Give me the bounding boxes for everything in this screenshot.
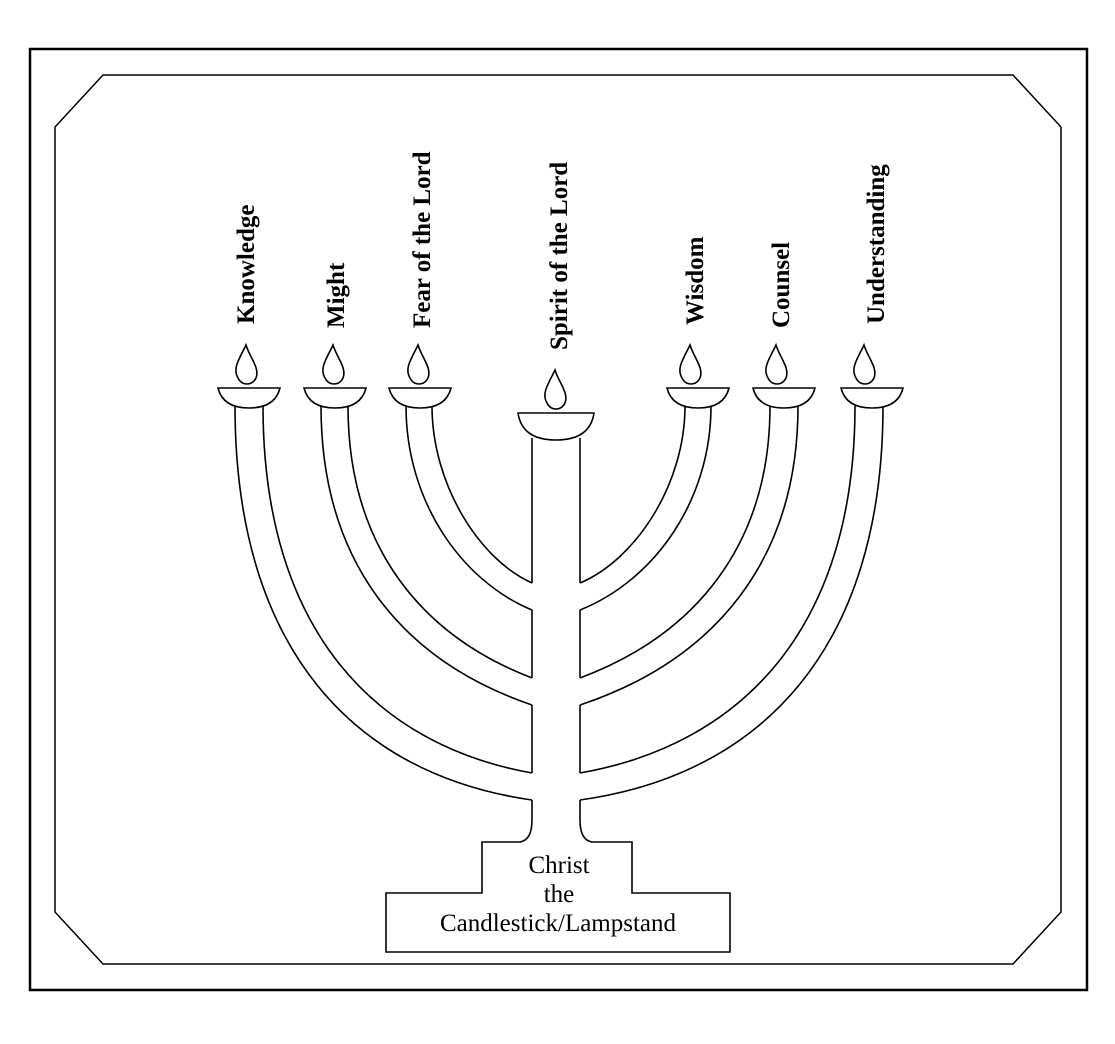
cup-understanding: [839, 387, 905, 409]
branch-might-inner: [347, 405, 533, 679]
branch-fear-outer: [405, 405, 533, 611]
cup-fear: [387, 387, 453, 409]
branch-counsel-outer: [579, 405, 799, 706]
branch-might-outer: [320, 405, 533, 706]
branch-counsel-inner: [579, 405, 771, 679]
cup-counsel: [751, 387, 817, 409]
flame-might-icon: [322, 342, 345, 385]
cup-might: [302, 387, 368, 409]
lamp-labels: Knowledge Might Fear of the Lord Spirit …: [233, 151, 890, 350]
label-spirit-of-the-lord: Spirit of the Lord: [546, 162, 573, 350]
label-wisdom: Wisdom: [682, 236, 709, 325]
lamp-flames: [235, 342, 876, 410]
flame-wisdom-icon: [679, 342, 702, 385]
flame-fear-icon: [407, 342, 430, 385]
menorah-branches: [234, 405, 884, 801]
branch-fear-inner: [431, 405, 533, 584]
label-counsel: Counsel: [768, 242, 795, 328]
base-line-3: Candlestick/Lampstand: [440, 910, 677, 937]
cup-spirit: [517, 412, 595, 441]
central-stem: [531, 438, 581, 820]
base-caption: Christ the Candlestick/Lampstand: [440, 852, 677, 937]
branch-wisdom-outer: [579, 405, 712, 611]
label-understanding: Understanding: [863, 164, 890, 324]
base-line-1: Christ: [528, 852, 589, 879]
lamp-cups: [216, 387, 905, 441]
flame-spirit-icon: [544, 367, 567, 410]
branch-wisdom-inner: [579, 405, 686, 584]
label-knowledge: Knowledge: [233, 205, 260, 324]
branch-understanding-outer: [579, 405, 884, 801]
flame-counsel-icon: [765, 342, 788, 385]
branch-knowledge-inner: [262, 405, 533, 774]
menorah-base: [385, 819, 731, 953]
cup-wisdom: [665, 387, 731, 409]
branch-understanding-inner: [579, 405, 856, 774]
label-might: Might: [323, 262, 350, 328]
cup-knowledge: [216, 387, 282, 409]
branch-knowledge-outer: [234, 405, 533, 801]
label-fear-of-the-lord: Fear of the Lord: [409, 151, 436, 328]
flame-understanding-icon: [853, 342, 876, 385]
inner-octagon-frame: [54, 74, 1062, 965]
flame-knowledge-icon: [235, 342, 258, 385]
base-line-2: the: [544, 881, 575, 908]
outer-frame: [28, 47, 1089, 992]
